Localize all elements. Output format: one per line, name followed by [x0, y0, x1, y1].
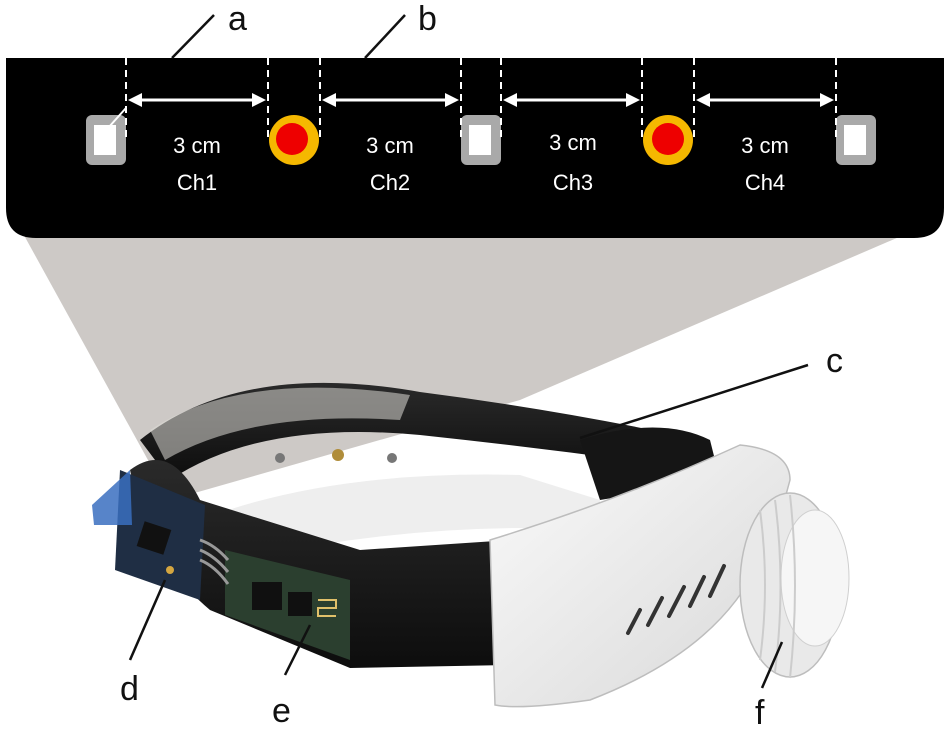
label-e: e: [272, 692, 291, 730]
source-optodes: [269, 115, 693, 165]
leader-lines: [128, 14, 809, 689]
label-b: b: [418, 0, 437, 38]
detector-connector: [99, 107, 127, 138]
ch4-distance: 3 cm: [741, 133, 789, 158]
headband-top-padding: [150, 387, 410, 460]
inner-sensor-2: [332, 449, 344, 461]
leader-c: [579, 363, 809, 440]
leader-b: [364, 14, 406, 59]
microcontroller-board: [92, 470, 205, 600]
leader-f: [760, 641, 784, 689]
ch4-name: Ch4: [745, 170, 785, 195]
channel-boundaries: [125, 58, 837, 140]
ch1-distance: 3 cm: [173, 133, 221, 158]
leader-e: [283, 624, 312, 676]
ch2-name: Ch2: [370, 170, 410, 195]
inner-sensor-3: [387, 453, 397, 463]
channel-labels: 3 cm Ch1 3 cm Ch2 3 cm Ch3 3 cm Ch4: [173, 130, 789, 195]
leader-d: [128, 579, 167, 661]
ch1-name: Ch1: [177, 170, 217, 195]
bluetooth-board: [199, 538, 350, 660]
dimension-arrows: [128, 93, 834, 107]
detector-optodes: [86, 115, 876, 165]
ch2-distance: 3 cm: [366, 133, 414, 158]
leader-a: [171, 14, 215, 59]
inner-sensor-1: [275, 453, 285, 463]
vent-slots: [626, 564, 726, 635]
adjustment-knob: [739, 492, 850, 679]
label-a: a: [228, 0, 247, 38]
ch3-distance: 3 cm: [549, 130, 597, 155]
headband-front-strap: [130, 460, 510, 668]
label-c: c: [826, 342, 843, 380]
label-d: d: [120, 670, 139, 708]
label-f: f: [755, 694, 765, 730]
ch3-name: Ch3: [553, 170, 593, 195]
headband-photo: [92, 382, 850, 708]
